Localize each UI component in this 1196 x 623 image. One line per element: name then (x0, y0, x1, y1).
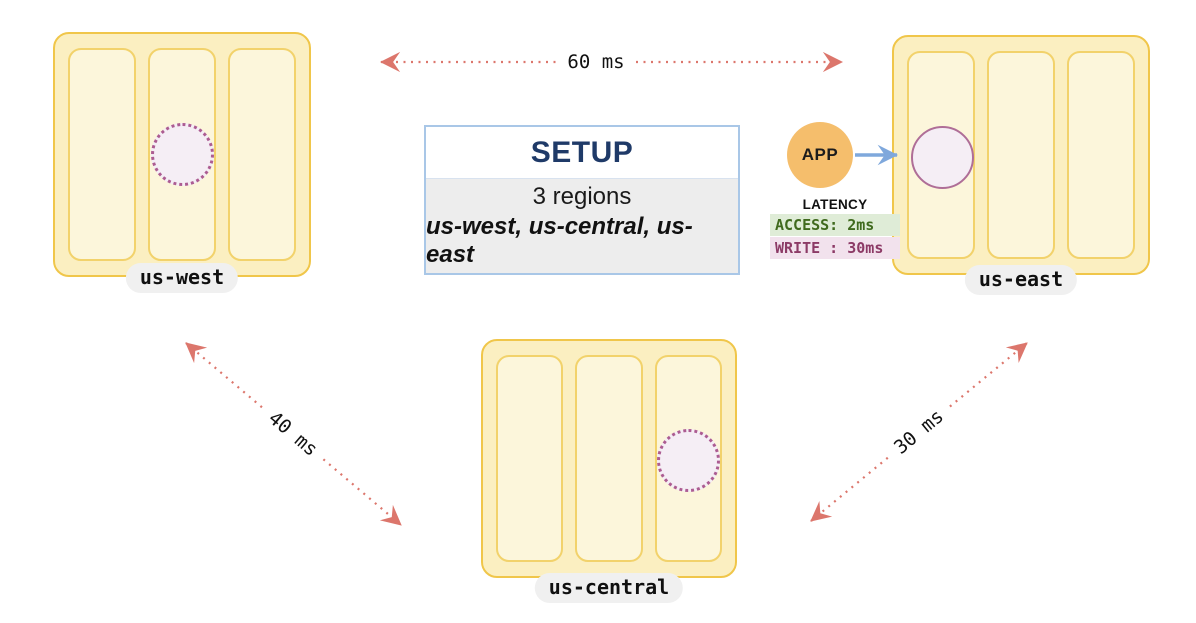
replica-circle-dotted-us-west (151, 123, 214, 186)
region-us-central-node-1 (496, 355, 564, 562)
replica-circle-dotted-us-central (657, 429, 720, 492)
region-us-west-node-3 (228, 48, 296, 261)
setup-regions-count: 3 regions (532, 183, 632, 210)
latency-label-30ms: 30 ms (881, 398, 957, 466)
setup-panel: SETUP 3 regions us-west, us-central, us-… (424, 125, 740, 275)
replica-circle-solid-us-east (911, 126, 974, 189)
region-label-us-west: us-west (125, 263, 239, 293)
region-us-east-node-3 (1067, 51, 1135, 259)
setup-title: SETUP (530, 135, 634, 169)
latency-label-60ms: 60 ms (557, 50, 635, 74)
region-us-west (53, 32, 311, 277)
region-us-east-node-2 (987, 51, 1055, 259)
region-us-central (481, 339, 737, 578)
region-us-central-node-2 (575, 355, 643, 562)
setup-panel-header: SETUP (426, 127, 738, 178)
region-label-us-east: us-east (964, 265, 1078, 295)
latency-access-badge: ACCESS: 2ms (770, 214, 900, 236)
region-us-west-node-1 (68, 48, 136, 261)
setup-regions-list: us-west, us-central, us-east (426, 213, 693, 268)
app-label: APP (801, 145, 839, 164)
latency-write-badge: WRITE : 30ms (770, 237, 900, 259)
region-label-us-central: us-central (534, 573, 684, 603)
latency-title: LATENCY (802, 197, 868, 212)
app-circle: APP (787, 122, 853, 188)
latency-label-40ms: 40 ms (255, 399, 331, 469)
region-us-east (892, 35, 1150, 275)
setup-panel-body: 3 regions us-west, us-central, us-east (426, 178, 738, 273)
